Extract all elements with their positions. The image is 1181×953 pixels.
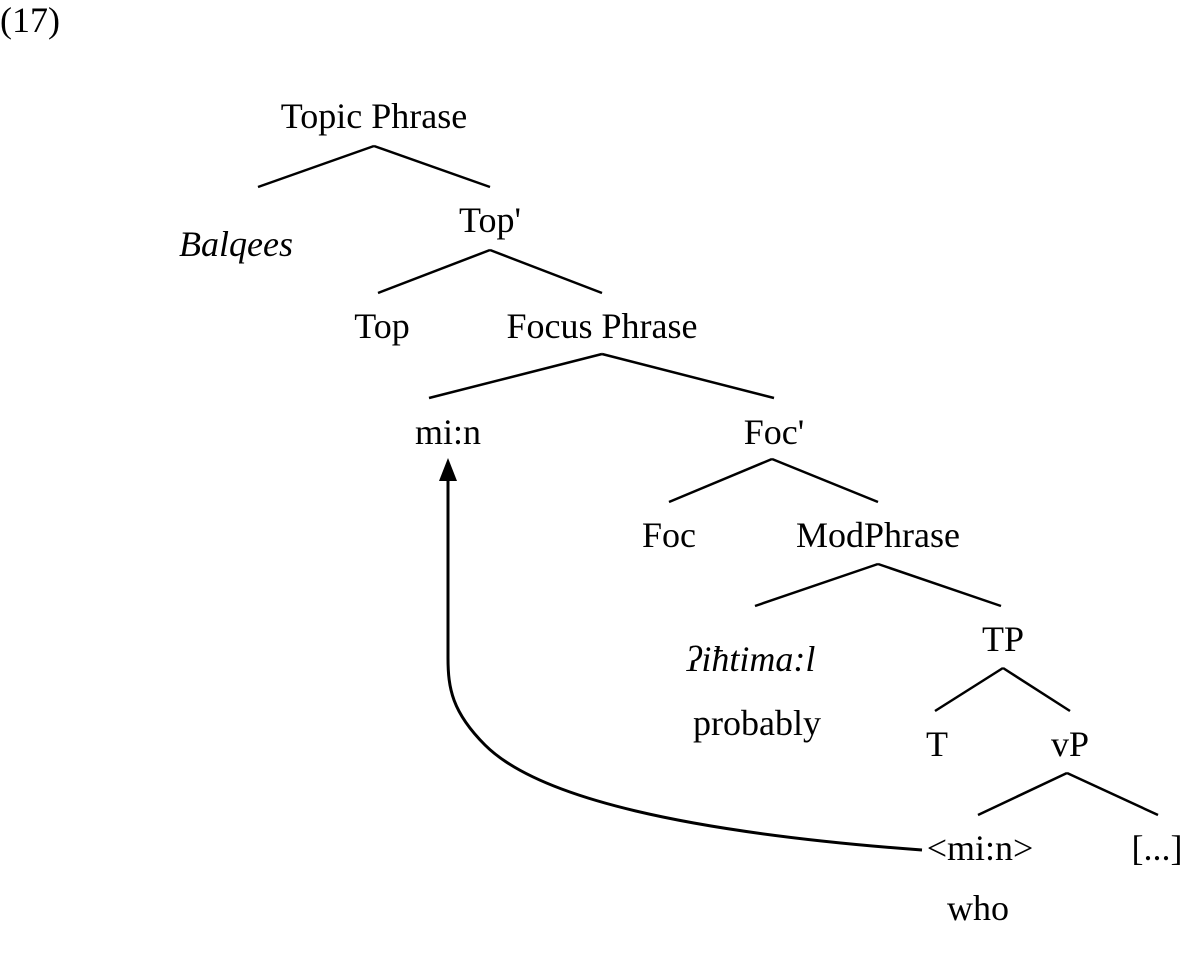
- movement-arrowhead: [439, 458, 457, 481]
- movement-arrow-line: [446, 480, 923, 852]
- node-focus-phrase: Focus Phrase: [507, 306, 698, 346]
- node-top-bar: Top': [459, 200, 521, 240]
- edge-focbar-foc: [668, 457, 773, 504]
- edge-topbar-focusphrase: [489, 248, 603, 295]
- node-t-head: T: [926, 724, 948, 764]
- node-topic-balqees: Balqees: [179, 224, 293, 264]
- node-foc-bar: Foc': [744, 412, 805, 452]
- edge-topicphrase-topic: [257, 144, 375, 189]
- node-trace-gloss: who: [947, 888, 1009, 928]
- edge-tp-vp: [1002, 666, 1071, 713]
- node-top-head: Top: [354, 306, 409, 346]
- edge-modphrase-modal: [754, 562, 879, 608]
- edge-topbar-top: [377, 248, 491, 295]
- edge-modphrase-tp: [877, 562, 1002, 608]
- node-modal-gloss: probably: [693, 703, 821, 743]
- node-focus-spec-min: mi:n: [415, 412, 481, 452]
- edge-topicphrase-topbar: [373, 144, 491, 189]
- example-number: (17): [0, 0, 60, 40]
- edge-vp-trace: [977, 771, 1068, 817]
- node-mod-phrase: ModPhrase: [796, 515, 960, 555]
- node-foc-head: Foc: [642, 515, 696, 555]
- edge-focusphrase-focbar: [601, 352, 775, 400]
- edge-tp-t: [934, 666, 1004, 713]
- node-vp: vP: [1051, 724, 1089, 764]
- edge-focusphrase-spec: [428, 352, 603, 400]
- node-topic-phrase: Topic Phrase: [281, 96, 467, 136]
- node-tp: TP: [982, 619, 1024, 659]
- node-modal-word: ʔiħtima:l: [686, 639, 816, 679]
- edge-vp-rest: [1066, 771, 1159, 817]
- node-trace-min: <mi:n>: [927, 828, 1034, 868]
- edge-focbar-modphrase: [771, 457, 879, 504]
- node-rest: [...]: [1132, 828, 1181, 868]
